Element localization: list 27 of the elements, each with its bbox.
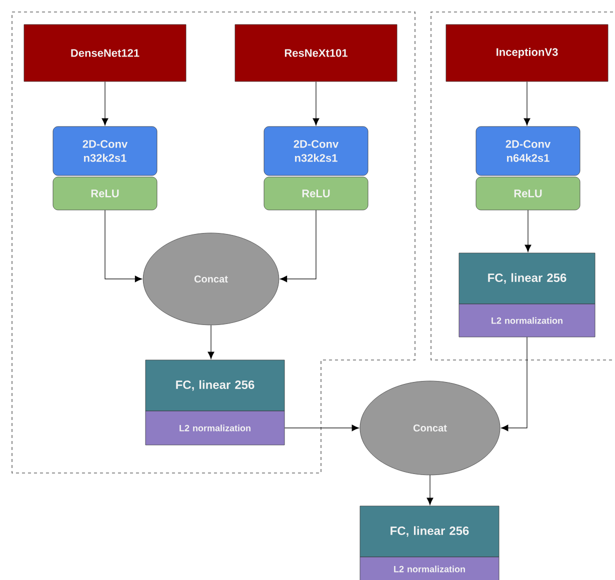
fc-layer-box: FC, linear 256 [145, 360, 285, 412]
normalization-box: L2 normalization [360, 556, 500, 580]
conv-layer-box: 2D-Conv n32k2s1 [264, 126, 368, 176]
arrow [208, 324, 214, 360]
arrow [102, 81, 108, 126]
arrow [312, 81, 320, 126]
arrow [524, 81, 530, 126]
relu-box: ReLU [52, 176, 158, 210]
arrow [426, 474, 434, 506]
normalization-box: L2 normalization [145, 410, 285, 446]
conv-layer-box: 2D-Conv n32k2s1 [52, 126, 158, 176]
arrow [284, 424, 360, 432]
conv-layer-box: 2D-Conv n64k2s1 [476, 126, 580, 176]
model-box: DenseNet121 [24, 24, 186, 82]
arrow [280, 210, 316, 282]
dashed-group-outline [12, 12, 416, 474]
fc-layer-box: FC, linear 256 [458, 252, 596, 304]
normalization-box: L2 normalization [458, 304, 596, 338]
arrow [500, 336, 528, 432]
dashed-group-outline [430, 12, 615, 360]
relu-box: ReLU [476, 176, 580, 210]
arrow [104, 210, 142, 282]
model-box: ResNeXt101 [234, 24, 398, 82]
arrow [524, 210, 532, 252]
relu-box: ReLU [264, 176, 368, 210]
model-box: InceptionV3 [446, 24, 608, 82]
fc-layer-box: FC, linear 256 [360, 506, 500, 558]
